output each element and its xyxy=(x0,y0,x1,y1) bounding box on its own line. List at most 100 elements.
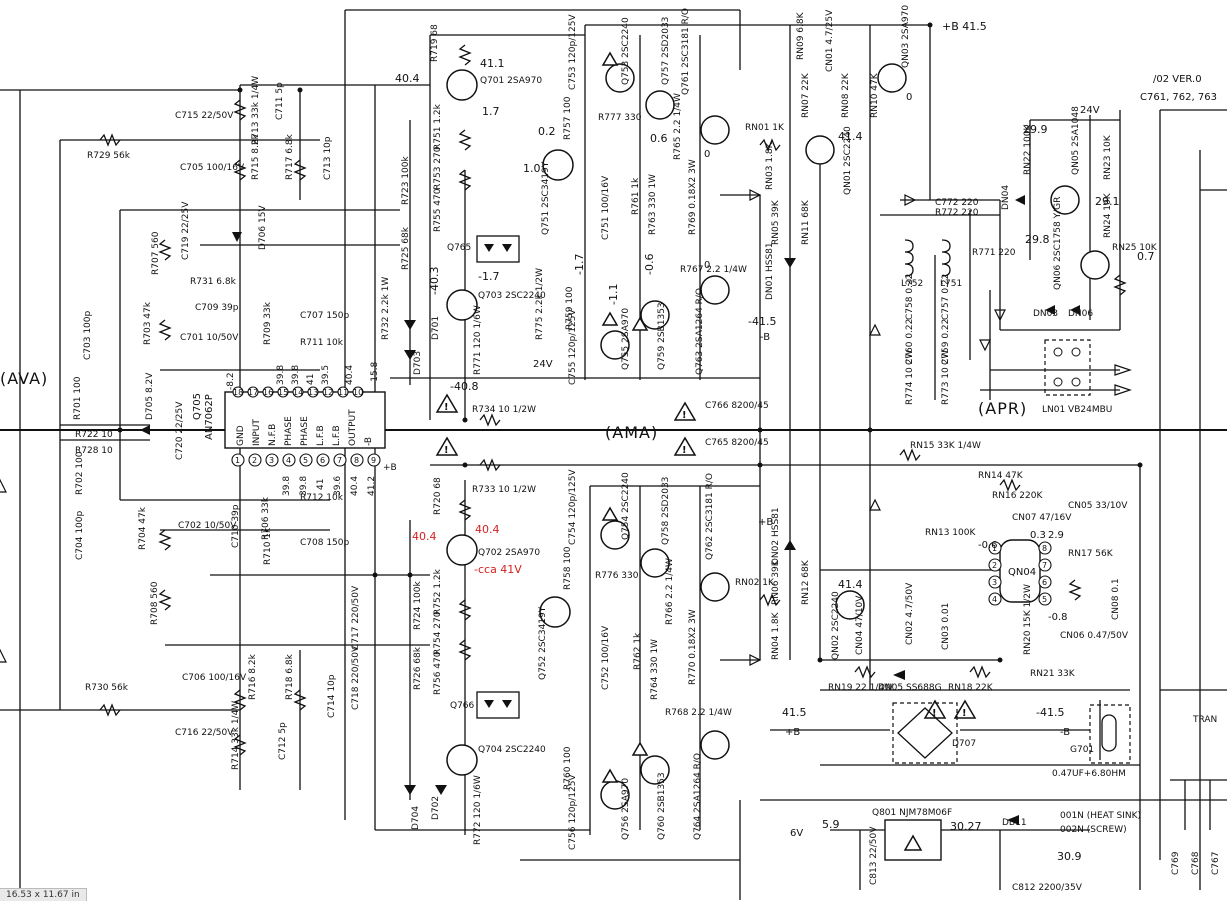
warning-symbols: ! ! ! ! ! ! xyxy=(435,51,977,783)
pin-number: 6 xyxy=(1042,578,1047,587)
pin-number: 15 xyxy=(278,388,288,397)
ic-q705-pin-name: L.F.B xyxy=(332,425,342,446)
transistors xyxy=(446,63,1110,810)
version-label-2: C761, 762, 763 xyxy=(1140,92,1217,103)
voltage-label: -0.8 xyxy=(1048,612,1068,623)
component-label: RN01 1K xyxy=(745,123,785,133)
component-label: R723 100k xyxy=(401,156,411,205)
component-label: QN05 2SA1048 xyxy=(1071,106,1081,175)
block-label-apr: (APR) xyxy=(978,399,1027,418)
component-label: R732 2.2k 1W xyxy=(381,277,391,340)
component-label: C772 220 xyxy=(935,198,979,208)
component-label: C710 39p xyxy=(231,504,241,548)
component-label: C751 100/16V xyxy=(601,175,611,240)
component-label: C757 0.22 xyxy=(941,274,951,320)
component-label: C716 22/50V xyxy=(175,728,234,738)
component-label: C752 100/16V xyxy=(601,625,611,690)
red-annotation: 40.4 xyxy=(475,523,500,536)
pin-number: 5 xyxy=(1042,595,1047,604)
pin-number: 9 xyxy=(371,456,376,465)
voltage-label: -1.7 xyxy=(478,270,499,283)
component-label: R709 33k xyxy=(263,301,273,345)
component-label: R761 1k xyxy=(631,177,641,215)
pin-number: 1 xyxy=(235,456,240,465)
component-label: R774 10 2W xyxy=(905,350,915,405)
bridge-rectifier-d707 xyxy=(892,702,958,764)
pin-number: 11 xyxy=(338,388,348,397)
component-label: R769 0.18X2 3W xyxy=(688,159,698,235)
component-label: C766 8200/45 xyxy=(705,401,769,411)
component-label: RN18 22K xyxy=(948,683,994,693)
component-label: CN07 47/16V xyxy=(1012,513,1072,523)
component-label: QN01 2SC2240 xyxy=(843,126,853,195)
voltage-label: 5.9 xyxy=(822,818,840,831)
voltage-label: -41.5 xyxy=(1036,706,1064,719)
voltage-label: 0 xyxy=(906,92,912,103)
pin-number: 3 xyxy=(992,578,997,587)
ic-q705-pin-name: OUTPUT xyxy=(348,409,358,446)
component-label: R765 2.2 1/4W xyxy=(673,93,683,160)
component-label: R724 100k xyxy=(413,581,423,630)
component-label: CN05 33/10V xyxy=(1068,501,1128,511)
component-label: R719 68 xyxy=(430,24,440,62)
component-label: RN04 1.8K xyxy=(771,611,781,660)
opto-coupler-q766 xyxy=(476,691,520,719)
g701-module xyxy=(1089,704,1131,764)
component-label: RN20 15K 1/2W xyxy=(1023,584,1033,655)
component-label: D702 xyxy=(431,796,441,820)
component-label: R725 68k xyxy=(401,226,411,270)
component-label: R704 47k xyxy=(138,506,148,550)
component-label: DN01 HSS81 xyxy=(765,242,775,300)
component-label: RN03 1.8K xyxy=(765,141,775,190)
pin-number: 4 xyxy=(286,456,291,465)
pin-number: 1 xyxy=(992,544,997,553)
pin-number: 17 xyxy=(248,388,258,397)
voltage-label: 41.2 xyxy=(367,476,377,496)
component-label: RN17 56K xyxy=(1068,549,1114,559)
block-label-ava: (AVA) xyxy=(0,369,48,388)
voltage-label: 40.4 xyxy=(345,365,355,385)
component-label: D703 xyxy=(413,351,423,375)
junctions xyxy=(117,22,1143,663)
svg-text:!: ! xyxy=(932,708,937,719)
component-label: DB11 xyxy=(1002,818,1027,828)
ic-q705-bottom-pins: 1 2 3 4 5 6 7 8 9 xyxy=(231,453,381,467)
component-label: RN15 33K 1/4W xyxy=(910,441,981,451)
component-label: Q754 2SC2240 xyxy=(621,472,631,540)
component-label: QN02 2SC2240 xyxy=(831,591,841,660)
voltage-label: 39.8 xyxy=(276,365,286,385)
ic-q705-name: Q705 xyxy=(192,393,203,420)
component-label: Q759 2SB1353 xyxy=(657,302,667,370)
component-label: Q761 2SC3181 R/O xyxy=(681,8,691,95)
component-label: C712 5p xyxy=(278,722,288,760)
component-label: D707 xyxy=(952,739,976,749)
component-label: R714 33k 1/4W xyxy=(231,701,241,770)
ic-q705: Q705 AN7062P GND INPUT N.F.B PHASE PHASE… xyxy=(192,361,397,496)
component-label: C711 5p xyxy=(275,82,285,120)
voltage-label: 0.3 xyxy=(1030,530,1046,541)
ic-q705-pin-name: +B xyxy=(383,463,397,473)
component-label: R702 100 xyxy=(75,451,85,495)
component-label: C813 22/50V xyxy=(869,826,879,885)
voltage-label: 39.5 xyxy=(321,365,331,385)
component-label: R729 56k xyxy=(87,151,131,161)
component-label: C768 xyxy=(1191,851,1201,875)
voltage-label: 40.4 xyxy=(350,476,360,496)
component-label: C759 0.22 xyxy=(941,319,951,365)
voltage-label: 29.8 xyxy=(1025,233,1050,246)
voltage-label: 0.6 xyxy=(650,132,668,145)
component-label: Q762 2SC3181 R/O xyxy=(705,473,715,560)
voltage-label: 0 xyxy=(704,260,710,271)
component-label: RN06 39K xyxy=(771,559,781,605)
component-label: Q765 xyxy=(447,243,471,253)
component-label: R703 47k xyxy=(143,301,153,345)
component-label: Q764 2SA1264 R/O xyxy=(693,753,703,840)
svg-text:!: ! xyxy=(682,445,687,456)
pin-number: 12 xyxy=(323,388,333,397)
ic-q705-pin-name: PHASE xyxy=(284,416,294,446)
supply-positive-label: +B 41.5 xyxy=(942,20,987,33)
pin-number: 8 xyxy=(1042,544,1047,553)
pin-number: 13 xyxy=(308,388,318,397)
component-label: C715 22/50V xyxy=(175,111,234,121)
component-label: R717 6.8k xyxy=(285,133,295,180)
